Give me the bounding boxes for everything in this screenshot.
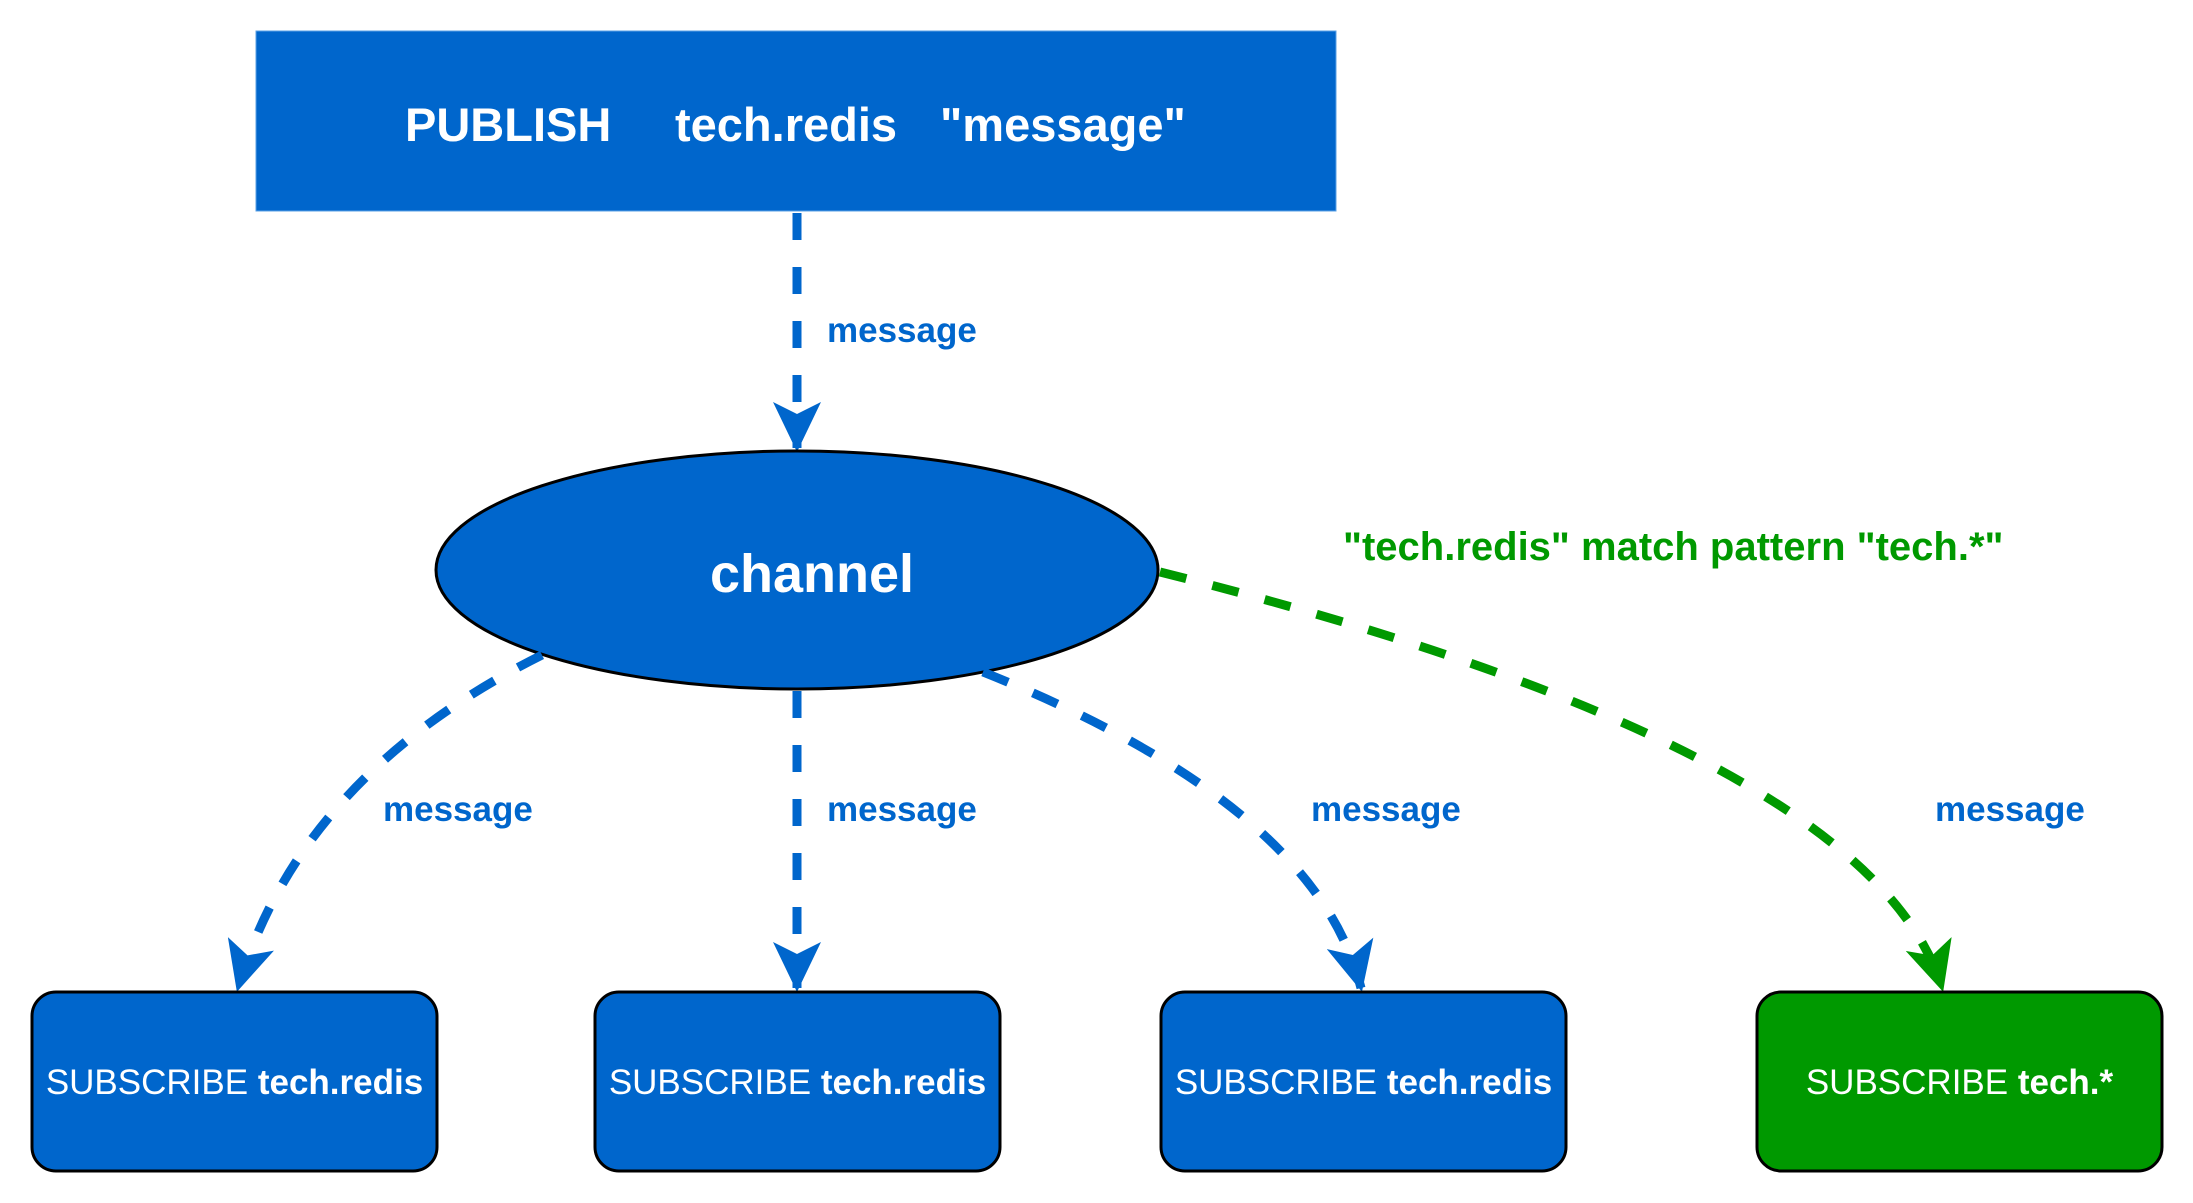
publish-message: "message" (940, 98, 1186, 151)
subscriber-box (593, 990, 1002, 1173)
subscribe-command: SUBSCRIBE (46, 1063, 248, 1102)
pattern-subscriber-box (1755, 990, 2164, 1173)
subscribe-command: SUBSCRIBE (1806, 1063, 2008, 1102)
subscriber-box (1159, 990, 1568, 1173)
channel-node[interactable]: channel (434, 449, 1160, 691)
pattern-subscriber-node[interactable]: SUBSCRIBE tech.* (1755, 990, 2164, 1173)
edge-channel-to-subscriber-3 (981, 667, 1374, 992)
subscribe-target: tech.* (2018, 1063, 2114, 1102)
edge-label-pattern-subscriber: message (1935, 790, 2085, 829)
publish-box (255, 30, 1337, 212)
subscribe-command: SUBSCRIBE (1175, 1063, 1377, 1102)
publish-command: PUBLISH (405, 98, 611, 151)
edge-label-subscriber-1: message (383, 790, 533, 829)
edge-label-subscriber-2: message (827, 790, 977, 829)
subscriber-box (30, 990, 439, 1173)
pattern-match-annotation: "tech.redis" match pattern "tech.*" (1343, 525, 2003, 569)
subscribe-target: tech.redis (821, 1063, 986, 1102)
publish-node[interactable]: PUBLISH tech.redis "message" (255, 30, 1337, 212)
subscriber-label: SUBSCRIBE tech.redis (46, 1063, 423, 1102)
subscriber-label: SUBSCRIBE tech.redis (1175, 1063, 1552, 1102)
subscribe-command: SUBSCRIBE (609, 1063, 811, 1102)
subscriber-node-2[interactable]: SUBSCRIBE tech.redis (593, 990, 1002, 1173)
subscriber-node-3[interactable]: SUBSCRIBE tech.redis (1159, 990, 1568, 1173)
edge-channel-to-subscriber-1 (227, 650, 545, 992)
channel-label: channel (710, 544, 914, 604)
edge-label-publish: message (827, 311, 977, 350)
publish-channel: tech.redis (675, 98, 897, 151)
channel-ellipse (434, 449, 1160, 691)
subscriber-label: SUBSCRIBE tech.redis (609, 1063, 986, 1102)
subscribe-target: tech.redis (258, 1063, 423, 1102)
subscribe-target: tech.redis (1387, 1063, 1552, 1102)
subscriber-label: SUBSCRIBE tech.* (1806, 1063, 2114, 1102)
edge-label-subscriber-3: message (1311, 790, 1461, 829)
edge-channel-to-pattern-subscriber (1158, 567, 1952, 992)
subscriber-node-1[interactable]: SUBSCRIBE tech.redis (30, 990, 439, 1173)
